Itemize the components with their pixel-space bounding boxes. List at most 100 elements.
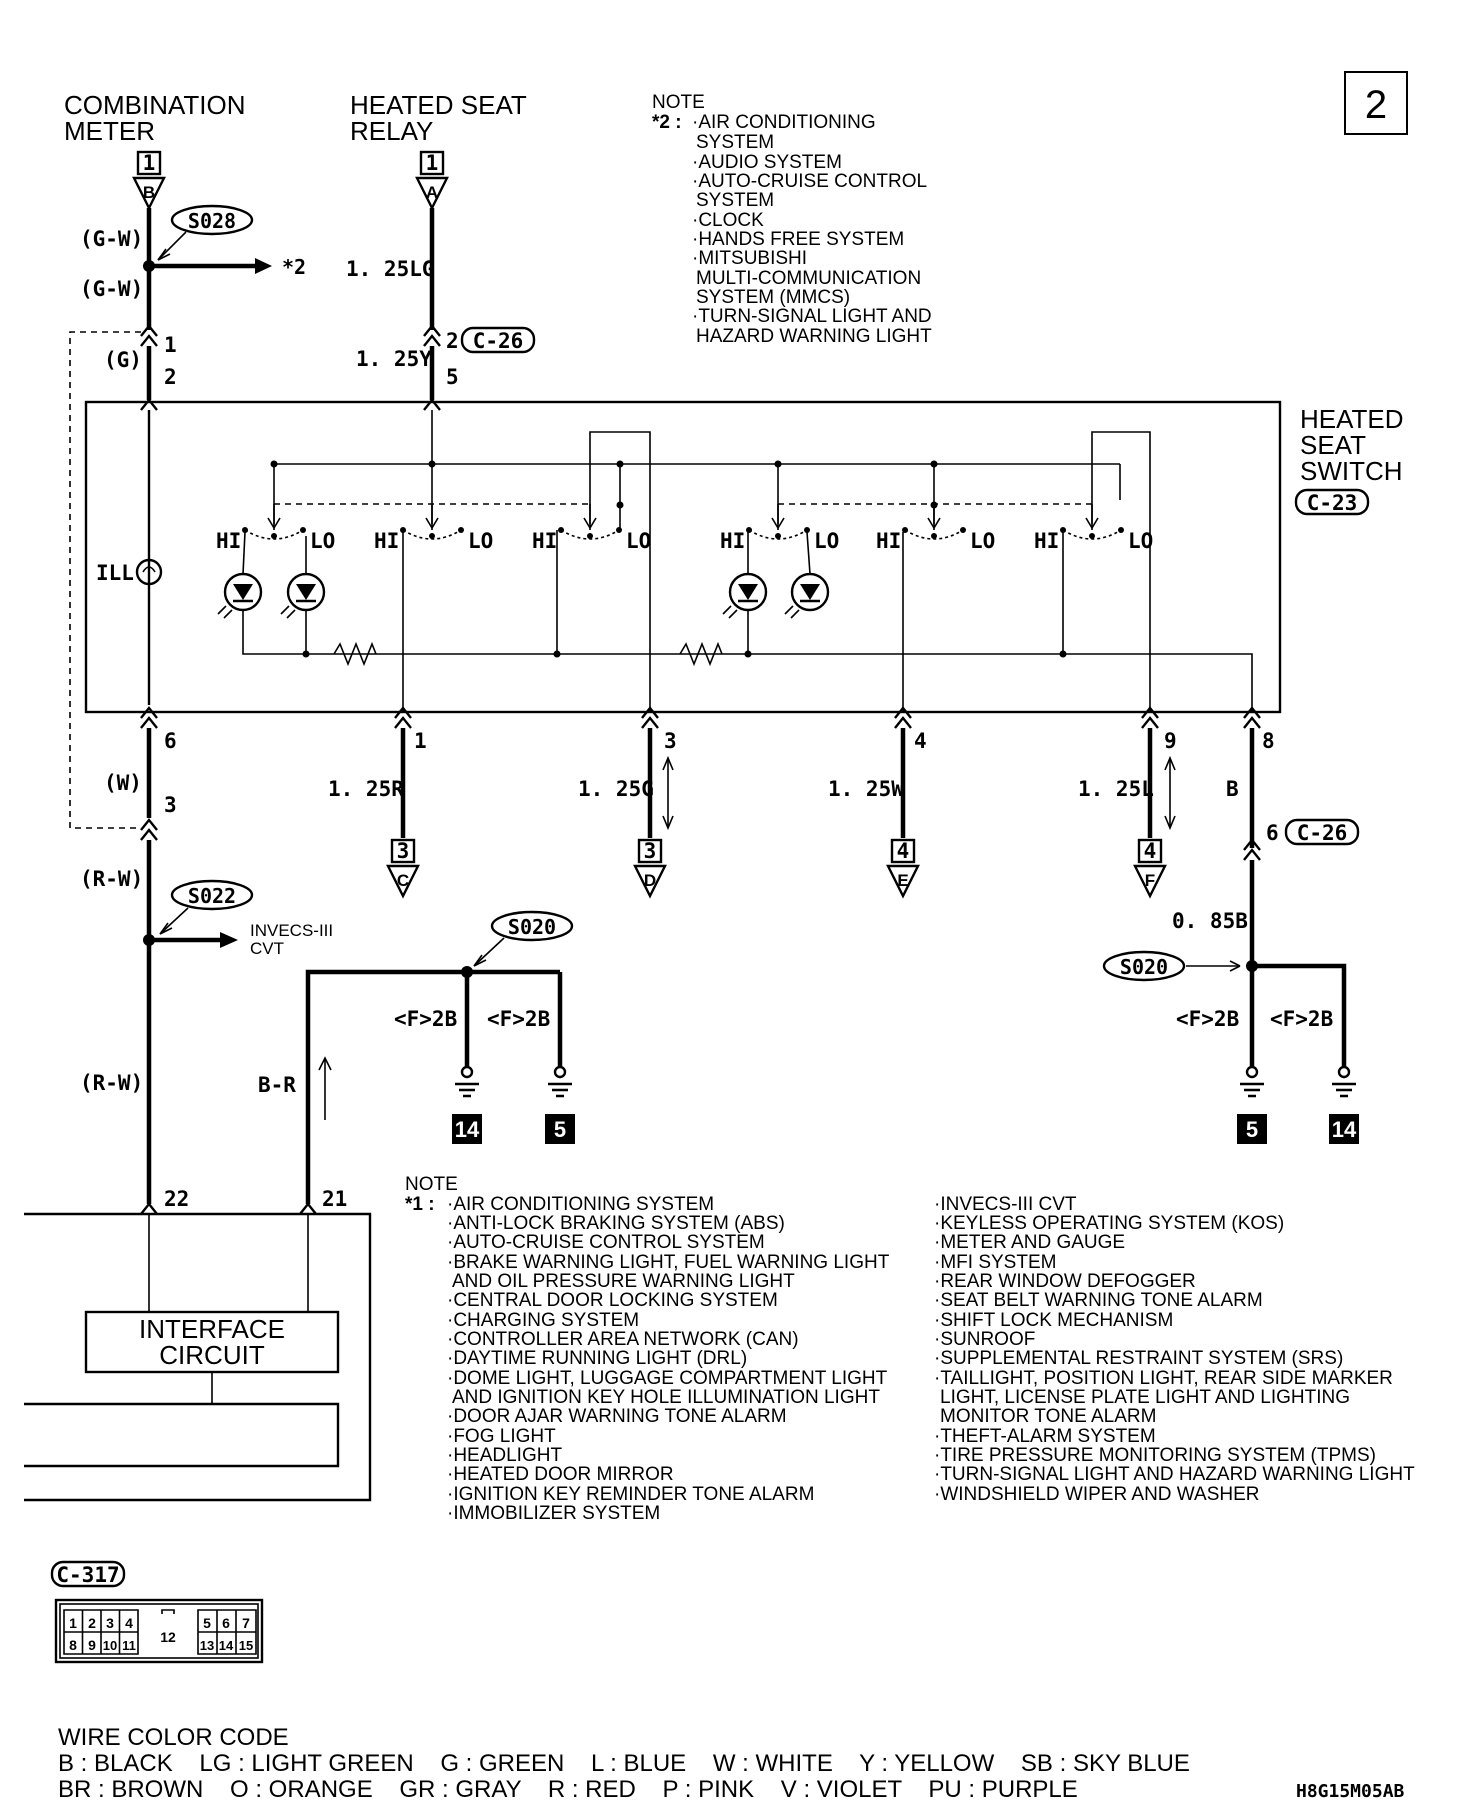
relay-pin-2: 2 — [446, 329, 459, 353]
svg-text:·SHIFT LOCK MECHANISM: ·SHIFT LOCK MECHANISM — [934, 1310, 1173, 1331]
combination-meter-label: COMBINATION METER — [64, 90, 246, 146]
svg-text:10: 10 — [103, 1638, 117, 1653]
svg-text:·TURN-SIGNAL LIGHT AND HAZARD: ·TURN-SIGNAL LIGHT AND HAZARD WARNING LI… — [934, 1464, 1415, 1485]
ill-label: ILL — [96, 561, 134, 585]
svg-text:AND IGNITION KEY HOLE ILLUMINA: AND IGNITION KEY HOLE ILLUMINATION LIGHT — [452, 1387, 880, 1408]
svg-text:·THEFT-ALARM SYSTEM: ·THEFT-ALARM SYSTEM — [934, 1426, 1156, 1447]
indicator-led-icon — [280, 572, 326, 619]
svg-text:1: 1 — [426, 151, 439, 175]
wire-label-br: B-R — [258, 1073, 296, 1097]
svg-text:3: 3 — [106, 1615, 114, 1631]
svg-text:HI: HI — [216, 529, 241, 553]
svg-text:METER: METER — [64, 116, 155, 146]
page-number: 2 — [1365, 83, 1387, 127]
indicator-led-icon — [722, 572, 768, 619]
resistor-icon — [333, 641, 377, 667]
note-bottom: NOTE *1 : ·AIR CONDITIONING SYSTEM ·ANTI… — [405, 1174, 1415, 1524]
svg-text:12: 12 — [160, 1629, 176, 1645]
svg-text:11: 11 — [122, 1638, 136, 1653]
indicator-led-icon — [784, 572, 830, 619]
pin-21-label: 21 — [322, 1187, 347, 1211]
wire-color-code: WIRE COLOR CODE B : BLACK LG : LIGHT GRE… — [58, 1724, 1190, 1803]
svg-text:·TURN-SIGNAL LIGHT AND: ·TURN-SIGNAL LIGHT AND — [692, 306, 932, 327]
svg-text:9: 9 — [88, 1637, 96, 1653]
output-connector-d: 3 D — [633, 838, 667, 899]
svg-text:3: 3 — [644, 839, 657, 863]
svg-text:A: A — [426, 183, 438, 202]
wire-label-w: (W) — [104, 771, 142, 795]
svg-text:LIGHT, LICENSE PLATE LIGHT AND: LIGHT, LICENSE PLATE LIGHT AND LIGHTING — [940, 1387, 1350, 1408]
ill-bulb-icon — [135, 558, 163, 586]
svg-text:LO: LO — [1128, 529, 1153, 553]
svg-text:SYSTEM (MMCS): SYSTEM (MMCS) — [696, 287, 850, 308]
connector-chevron — [299, 1202, 317, 1215]
svg-text:·HANDS FREE SYSTEM: ·HANDS FREE SYSTEM — [692, 229, 904, 250]
svg-text:2: 2 — [88, 1615, 96, 1631]
svg-text:·SUPPLEMENTAL RESTRAINT SYSTEM: ·SUPPLEMENTAL RESTRAINT SYSTEM (SRS) — [934, 1348, 1343, 1369]
svg-text:·SEAT BELT WARNING TONE ALARM: ·SEAT BELT WARNING TONE ALARM — [934, 1290, 1263, 1311]
svg-text:13: 13 — [200, 1638, 214, 1653]
svg-text:HI: HI — [532, 529, 557, 553]
c317-connector-face: 1 2 3 4 5 6 7 8 9 10 11 13 14 15 12 — [54, 1598, 264, 1664]
svg-text:·MFI SYSTEM: ·MFI SYSTEM — [934, 1252, 1056, 1273]
splice-s022-label: S022 — [159, 879, 254, 935]
ground-label-f2b: <F>2B — [1270, 1007, 1333, 1031]
svg-text:·INVECS-III CVT: ·INVECS-III CVT — [934, 1194, 1077, 1215]
svg-text:·DAYTIME RUNNING LIGHT (DRL): ·DAYTIME RUNNING LIGHT (DRL) — [447, 1348, 747, 1369]
switch-pin-8: 8 — [1262, 729, 1275, 753]
star2-label: *2 — [282, 255, 306, 279]
svg-text:·WINDSHIELD WIPER AND WASHER: ·WINDSHIELD WIPER AND WASHER — [934, 1484, 1260, 1505]
wire-label-l125: 1. 25L — [1078, 777, 1154, 801]
svg-text:C-317: C-317 — [56, 1563, 119, 1587]
svg-text:*2 :: *2 : — [652, 112, 682, 133]
svg-text:S020: S020 — [1120, 955, 1168, 979]
svg-text:B: B — [143, 183, 155, 202]
output-connector-e: 4 E — [886, 838, 920, 899]
svg-text:14: 14 — [219, 1638, 234, 1653]
bidirectional-arrow-icon — [1164, 755, 1176, 831]
ground-icon — [455, 1065, 479, 1098]
wire-label-g: (G) — [104, 348, 142, 372]
c23-connector-label: C-23 — [1294, 488, 1370, 516]
svg-text:F: F — [1145, 871, 1155, 890]
combination-meter-connector: 1 B — [132, 150, 166, 211]
svg-text:14: 14 — [455, 1117, 480, 1142]
document-code: H8G15M05AB — [1296, 1781, 1405, 1802]
svg-text:·DOOR AJAR WARNING TONE ALARM: ·DOOR AJAR WARNING TONE ALARM — [447, 1406, 787, 1427]
interface-inner-box — [24, 1402, 340, 1468]
svg-text:8: 8 — [69, 1637, 77, 1653]
ground-icon — [1240, 1065, 1264, 1098]
svg-text:COMBINATION: COMBINATION — [64, 90, 246, 120]
interface-circuit-label-1: INTERFACE — [139, 1314, 285, 1344]
svg-text:·HEATED DOOR MIRROR: ·HEATED DOOR MIRROR — [447, 1464, 674, 1485]
svg-text:14: 14 — [1332, 1117, 1357, 1142]
svg-text:·FOG LIGHT: ·FOG LIGHT — [447, 1426, 556, 1447]
svg-text:S020: S020 — [508, 915, 556, 939]
switch-pin-9: 9 — [1164, 729, 1177, 753]
connector-chevron — [140, 334, 158, 347]
wire-label-w125: 1. 25W — [828, 777, 904, 801]
connector-chevron — [140, 324, 158, 337]
svg-text:NOTE: NOTE — [652, 92, 705, 113]
ground-point-14-right: 14 — [1329, 1114, 1359, 1144]
svg-text:·REAR WINDOW DEFOGGER: ·REAR WINDOW DEFOGGER — [934, 1271, 1196, 1292]
switch-pin-1: 1 — [414, 729, 427, 753]
connector-chevron — [140, 818, 158, 831]
c26-connector-label-bottom: C-26 — [1284, 818, 1360, 846]
svg-text:·HEADLIGHT: ·HEADLIGHT — [447, 1445, 562, 1466]
switch-pin-4: 4 — [914, 729, 927, 753]
connector-chevron — [140, 706, 158, 719]
svg-text:·AUTO-CRUISE CONTROL SYSTEM: ·AUTO-CRUISE CONTROL SYSTEM — [447, 1232, 765, 1253]
connector-chevron — [140, 828, 158, 841]
ground-point-5-left: 5 — [545, 1114, 575, 1144]
svg-text:C-26: C-26 — [473, 329, 524, 353]
interface-enclosure — [24, 1212, 372, 1502]
invecs-label-2: CVT — [250, 939, 284, 958]
connector-chevron — [140, 716, 158, 729]
svg-text:*1 :: *1 : — [405, 1194, 435, 1215]
svg-text:LO: LO — [814, 529, 839, 553]
heated-seat-switch-box — [84, 400, 1282, 714]
wire-label-gw-bottom: (G-W) — [80, 277, 143, 301]
wire-label-gw-top: (G-W) — [80, 227, 143, 251]
